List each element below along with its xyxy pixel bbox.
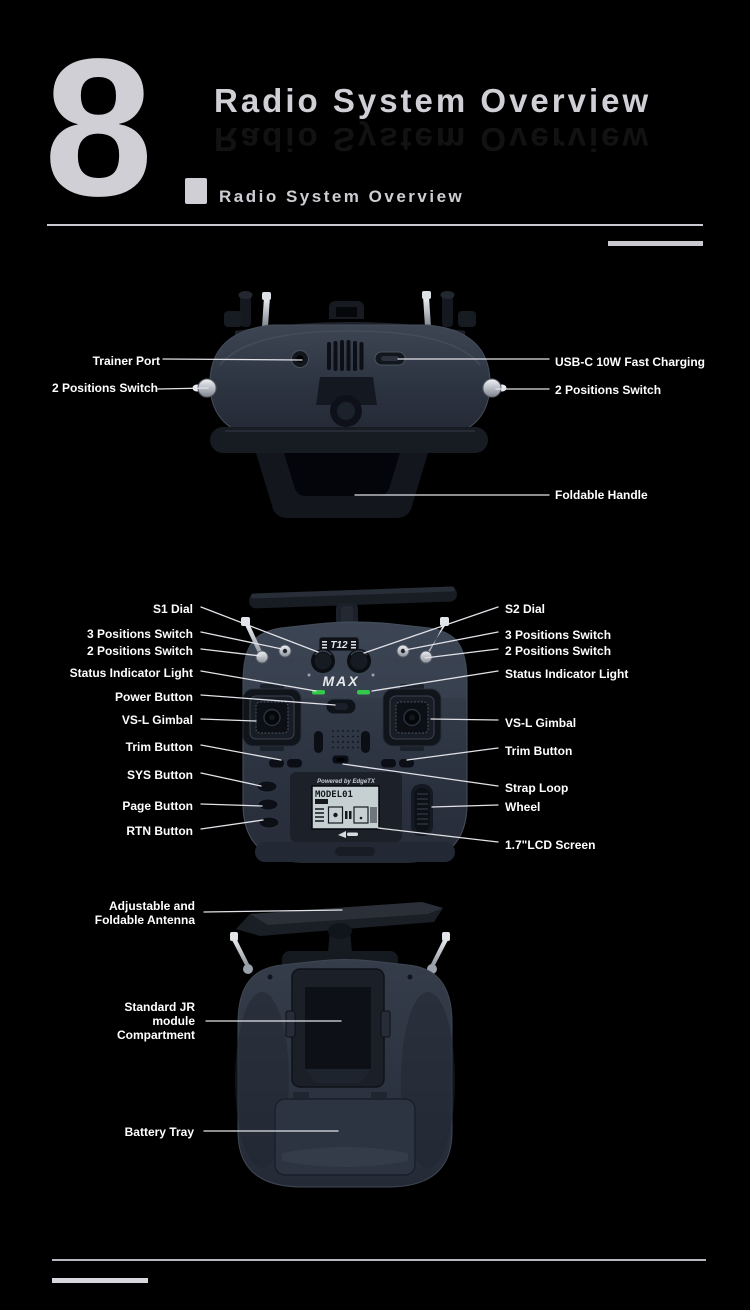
- label-foldable-handle: Foldable Handle: [555, 488, 648, 502]
- lcd-model-text: MODEL01: [315, 790, 353, 800]
- gimbal-left: [242, 684, 302, 751]
- label-sys-button: SYS Button: [127, 768, 193, 782]
- label-trim-button-left: Trim Button: [125, 740, 193, 754]
- label-3pos-switch-right: 3 Positions Switch: [505, 628, 612, 642]
- front-view-illustration: T12 MAX: [241, 586, 468, 863]
- label-s1-dial: S1 Dial: [152, 602, 193, 616]
- label-lcd-screen: 1.7"LCD Screen: [505, 838, 596, 852]
- section-number-period: [185, 178, 207, 204]
- label-2pos-switch-right-top: 2 Positions Switch: [555, 383, 662, 397]
- strap-loop: [331, 754, 350, 765]
- bumper-bar: [210, 427, 488, 453]
- label-battery-tray: Battery Tray: [124, 1125, 194, 1139]
- label-status-light-right: Status Indicator Light: [505, 667, 629, 681]
- bottom-grip: [255, 842, 455, 862]
- power-button: [325, 698, 357, 715]
- label-status-light-left: Status Indicator Light: [69, 666, 193, 680]
- label-power-button: Power Button: [115, 690, 193, 704]
- sys-page-rtn-buttons: [256, 780, 280, 829]
- usb-c-port: [374, 351, 406, 366]
- handle-mount: [316, 377, 377, 427]
- brand-logo: [338, 831, 358, 838]
- brand-badge: T12: [318, 636, 360, 652]
- antenna: [249, 586, 457, 609]
- label-2pos-switch-right: 2 Positions Switch: [505, 644, 612, 658]
- s1-dial: [311, 649, 335, 673]
- label-page-button: Page Button: [122, 799, 193, 813]
- lcd-screen: MODEL01: [311, 785, 380, 830]
- powered-by-text: Powered by EdgeTX: [317, 779, 376, 785]
- trim-buttons: [269, 759, 414, 768]
- toggle-switches: [241, 617, 449, 664]
- label-antenna: Adjustable and Foldable Antenna: [94, 899, 195, 927]
- s2-dial: [347, 649, 371, 673]
- trim-vertical-right: [361, 731, 370, 753]
- badge-text: T12: [330, 640, 348, 651]
- jr-module-compartment: [285, 968, 391, 1088]
- trainer-port-jack: [291, 350, 309, 368]
- label-3pos-switch-left: 3 Positions Switch: [86, 627, 193, 641]
- label-trim-button-right: Trim Button: [505, 744, 573, 758]
- carry-bar: [329, 301, 364, 319]
- label-gimbal-right: VS-L Gimbal: [505, 716, 577, 730]
- label-trainer-port: Trainer Port: [92, 354, 160, 368]
- scroll-wheel: [411, 784, 433, 836]
- page-subtitle: Radio System Overview: [219, 187, 465, 206]
- header-rule-accent: [608, 241, 703, 246]
- top-view-illustration: [192, 291, 507, 518]
- foldable-antenna: [236, 902, 443, 936]
- side-switch-right: [482, 378, 507, 398]
- corner-toggles: [230, 932, 450, 974]
- label-wheel: Wheel: [505, 800, 541, 814]
- header-rule: [47, 224, 703, 226]
- footer-rule: [52, 1259, 706, 1261]
- label-s2-dial: S2 Dial: [505, 602, 546, 616]
- label-rtn-button: RTN Button: [126, 824, 193, 838]
- series-text: MAX: [322, 673, 359, 689]
- footer-rule-accent: [52, 1278, 148, 1283]
- toggle-switch-levers: [224, 291, 476, 327]
- label-jr-module: Standard JR module Compartment: [116, 1000, 195, 1042]
- label-2pos-switch-left-top: 2 Positions Switch: [51, 381, 158, 395]
- label-strap-loop: Strap Loop: [505, 781, 569, 795]
- label-2pos-switch-left: 2 Positions Switch: [86, 644, 193, 658]
- foldable-handle: [256, 453, 428, 518]
- trim-vertical-left: [314, 731, 323, 753]
- label-usbc-charging: USB-C 10W Fast Charging: [555, 355, 706, 369]
- battery-tray: [274, 1092, 416, 1176]
- speaker-grille: [327, 340, 364, 371]
- antenna-hinge: [328, 923, 352, 953]
- speaker-dots: [332, 730, 359, 749]
- page-title: Radio System Overview: [214, 82, 652, 119]
- status-led-right: [357, 690, 370, 695]
- label-gimbal-left: VS-L Gimbal: [121, 713, 193, 727]
- section-number: 8: [44, 18, 154, 237]
- stick-tops: [238, 291, 455, 327]
- back-view-illustration: [230, 902, 455, 1188]
